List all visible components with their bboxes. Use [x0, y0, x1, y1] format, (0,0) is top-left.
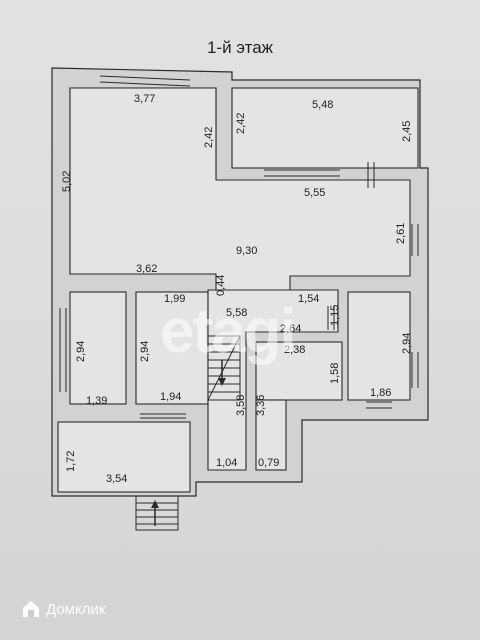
dim-3-36: 3,36 — [255, 395, 267, 416]
dim-1-86: 1,86 — [370, 387, 391, 399]
room-right — [347, 291, 411, 401]
house-icon — [22, 600, 40, 618]
floor-title: 1-й этаж — [206, 38, 274, 57]
dim-2-64: 2,64 — [280, 323, 301, 335]
dim-2-94-right: 2,94 — [401, 333, 413, 354]
dim-2-38: 2,38 — [284, 344, 305, 356]
dim-2-42-left: 2,42 — [203, 127, 215, 148]
dim-3-77: 3,77 — [134, 93, 155, 105]
dim-3-54: 3,54 — [106, 473, 127, 485]
room-center-left — [135, 291, 209, 405]
room-corridor — [255, 399, 287, 471]
dim-0-79: 0,79 — [258, 457, 279, 469]
dim-2-42-right: 2,42 — [235, 113, 247, 134]
room-hallway — [207, 289, 339, 471]
dim-1-58: 1,58 — [329, 363, 341, 384]
dim-5-02: 5,02 — [61, 171, 73, 192]
dim-9-30: 9,30 — [236, 245, 257, 257]
dim-2-45: 2,45 — [401, 121, 413, 142]
dim-5-48: 5,48 — [312, 99, 333, 111]
dim-1-04: 1,04 — [216, 457, 237, 469]
dim-5-55: 5,55 — [304, 187, 325, 199]
windows — [59, 75, 419, 419]
dim-1-94: 1,94 — [160, 391, 181, 403]
dim-1-39: 1,39 — [86, 395, 107, 407]
dim-2-94-center: 2,94 — [139, 341, 151, 362]
dim-3-58: 3,58 — [235, 395, 247, 416]
dim-3-62: 3,62 — [136, 263, 157, 275]
dim-2-94-left: 2,94 — [75, 341, 87, 362]
stairs-entry — [135, 495, 179, 531]
dim-1-54: 1,54 — [298, 293, 319, 305]
room-top-right — [231, 87, 419, 169]
room-bath — [255, 341, 343, 401]
dim-0-44: 0,44 — [215, 275, 227, 296]
domclick-logo: Домклик — [22, 600, 105, 618]
dim-1-15: 1,15 — [329, 305, 341, 326]
etagi-watermark: etagi — [160, 297, 297, 366]
room-left-small — [69, 291, 127, 405]
dim-1-99: 1,99 — [164, 293, 185, 305]
stairs-interior — [207, 335, 241, 401]
dim-1-72: 1,72 — [65, 451, 77, 472]
dim-2-61: 2,61 — [395, 223, 407, 244]
room-porch — [57, 421, 191, 493]
logo-text: Домклик — [46, 600, 106, 618]
dimension-labels: 3,77 5,48 2,42 2,42 2,45 5,02 5,55 2,61 … — [61, 93, 413, 485]
dim-5-58: 5,58 — [226, 307, 247, 319]
